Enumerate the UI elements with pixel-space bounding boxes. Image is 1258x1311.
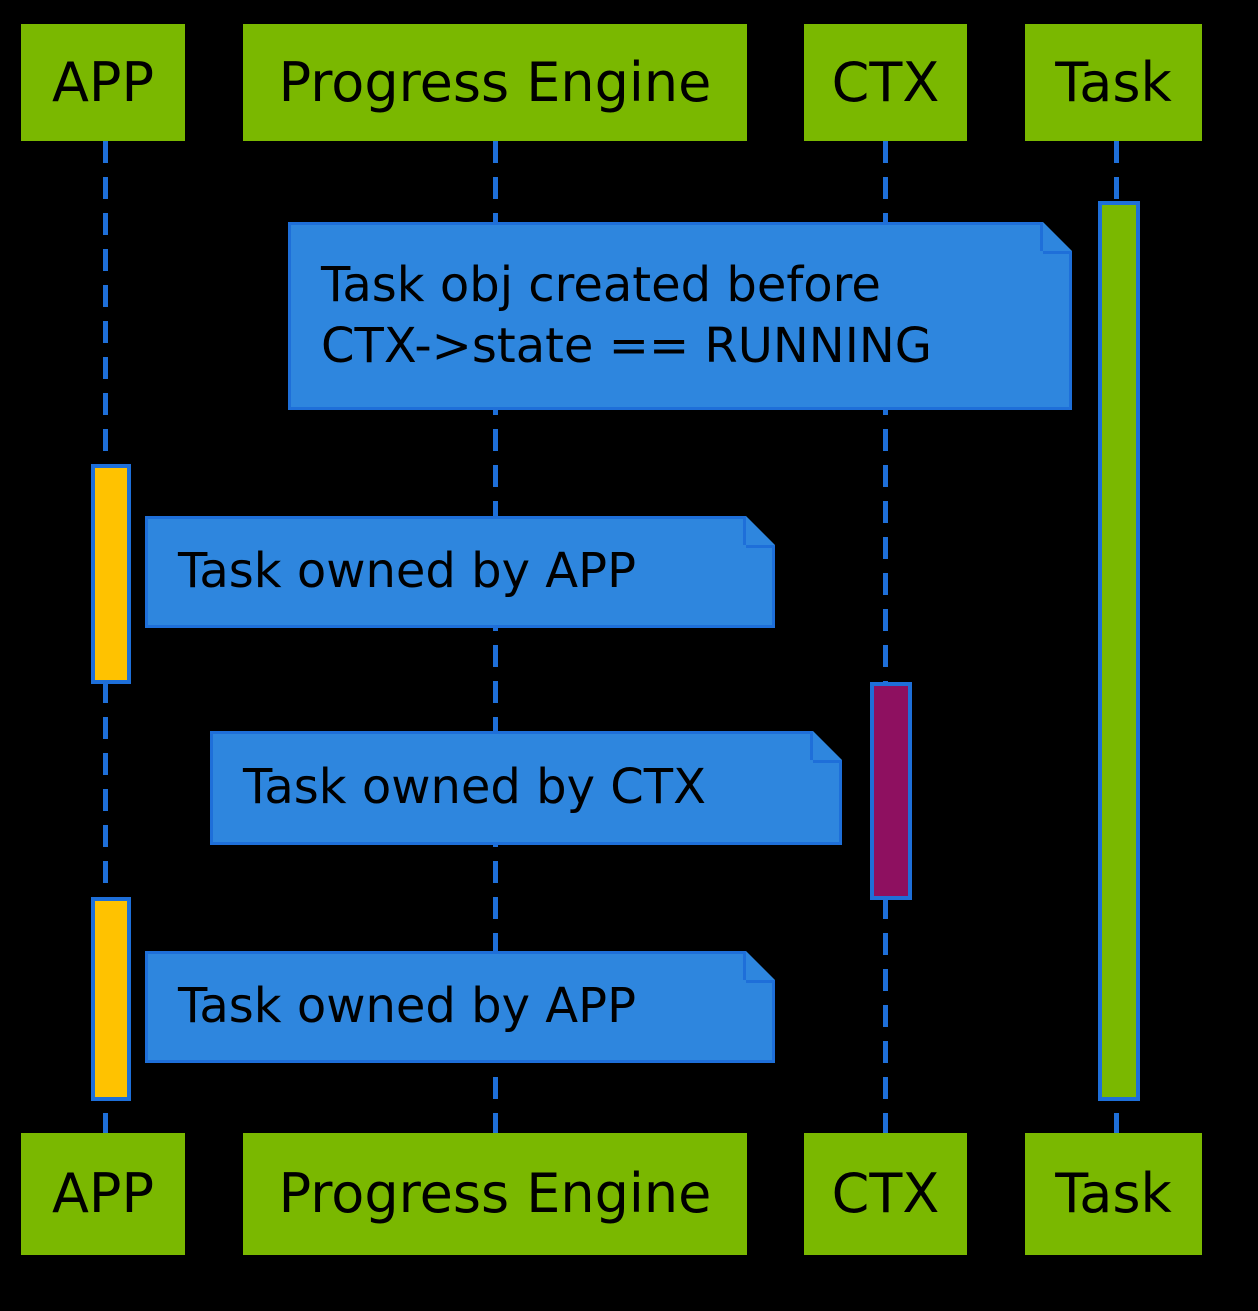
note-text: Task owned by APP	[178, 978, 637, 1035]
note-fold-corner-icon	[746, 516, 775, 545]
participant-header-task[interactable]: Task	[1025, 24, 1202, 141]
participant-header-pe[interactable]: Progress Engine	[243, 24, 747, 141]
note-fold-corner-icon	[813, 760, 842, 763]
note-fold-corner-icon	[746, 951, 775, 980]
note-text: Task obj created before CTX->state == RU…	[321, 256, 932, 374]
activation-bar-ctx-own[interactable]	[870, 682, 912, 900]
note-fold-corner-icon	[1043, 222, 1072, 251]
participant-label: Task	[1055, 50, 1172, 114]
lifeline-ctx	[883, 141, 888, 1133]
activation-bar-app-own-2[interactable]	[91, 897, 131, 1101]
note-fold-corner-icon	[746, 980, 775, 983]
participant-label: APP	[51, 50, 155, 114]
participant-label: Progress Engine	[278, 50, 712, 114]
participant-label: Task	[1055, 1162, 1172, 1225]
note-fold-corner-icon	[743, 516, 746, 545]
note-fold-corner-icon	[743, 951, 746, 980]
participant-label: CTX	[831, 50, 940, 114]
participant-label: APP	[51, 1162, 155, 1225]
note-note-owned-app-1[interactable]: Task owned by APP	[145, 516, 775, 628]
note-text: Task owned by CTX	[243, 759, 707, 816]
participant-footer-app[interactable]: APP	[21, 1133, 185, 1255]
note-note-owned-ctx[interactable]: Task owned by CTX	[210, 731, 842, 845]
note-fold-corner-icon	[1040, 222, 1043, 251]
activation-bar-task-life[interactable]	[1098, 201, 1140, 1101]
note-fold-corner-icon	[813, 731, 842, 760]
participant-footer-task[interactable]: Task	[1025, 1133, 1202, 1255]
activation-bar-app-own-1[interactable]	[91, 464, 131, 684]
participant-footer-ctx[interactable]: CTX	[804, 1133, 967, 1255]
note-note-task-created[interactable]: Task obj created before CTX->state == RU…	[288, 222, 1072, 410]
participant-label: CTX	[831, 1162, 940, 1225]
note-fold-corner-icon	[810, 731, 813, 760]
participant-header-app[interactable]: APP	[21, 24, 185, 141]
note-fold-corner-icon	[746, 545, 775, 548]
note-note-owned-app-2[interactable]: Task owned by APP	[145, 951, 775, 1063]
participant-footer-pe[interactable]: Progress Engine	[243, 1133, 747, 1255]
note-fold-corner-icon	[1043, 251, 1072, 254]
lifeline-pe	[493, 141, 498, 1133]
note-text: Task owned by APP	[178, 543, 637, 600]
participant-header-ctx[interactable]: CTX	[804, 24, 967, 141]
participant-label: Progress Engine	[278, 1162, 712, 1225]
